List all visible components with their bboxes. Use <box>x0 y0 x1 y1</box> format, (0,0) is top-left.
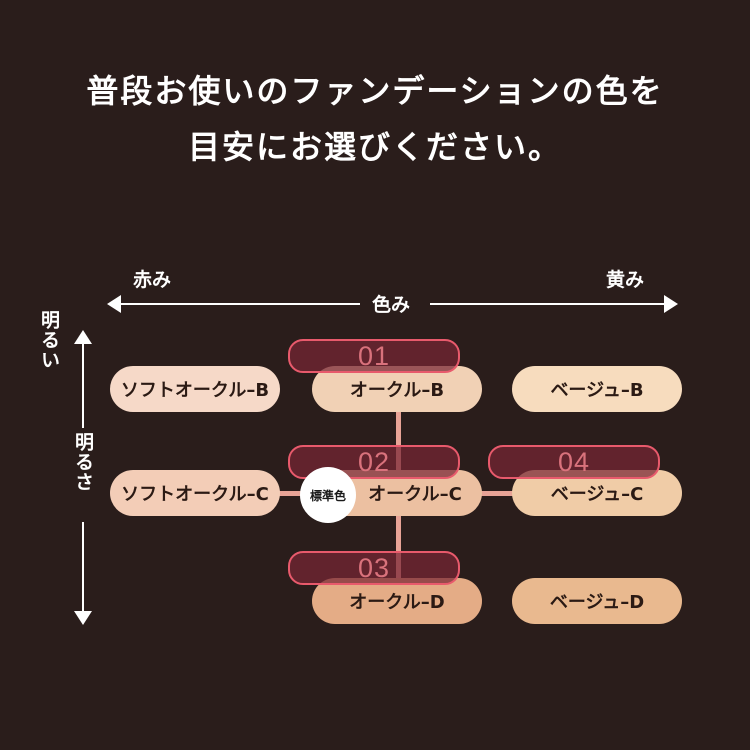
horizontal-axis-left-line <box>115 303 360 305</box>
shade-ochre-b[interactable]: オークル–B <box>312 366 482 412</box>
number-badge-01: 01 <box>288 339 460 373</box>
axis-label-brightness: 明るさ <box>72 432 94 492</box>
shade-soft-ochre-c[interactable]: ソフトオークル–C <box>110 470 280 516</box>
heading-line-1: 普段お使いのファンデーションの色を <box>86 72 664 110</box>
vertical-axis-upper-line <box>82 340 84 428</box>
arrow-left-icon <box>107 295 121 313</box>
horizontal-axis-right-line <box>430 303 670 305</box>
shade-beige-b[interactable]: ベージュ–B <box>512 366 682 412</box>
axis-label-redness: 赤み <box>133 269 172 291</box>
arrow-down-icon <box>74 611 92 625</box>
axis-label-bright: 明るい <box>38 310 60 370</box>
vertical-axis-lower-line <box>82 522 84 617</box>
number-badge-04: 04 <box>488 445 660 479</box>
axis-label-yellowness: 黄み <box>606 269 645 291</box>
arrow-right-icon <box>664 295 678 313</box>
shade-beige-d[interactable]: ベージュ–D <box>512 578 682 624</box>
standard-color-badge: 標準色 <box>300 467 356 523</box>
heading-line-2: 目安にお選びください。 <box>187 128 562 166</box>
shade-ochre-d[interactable]: オークル–D <box>312 578 482 624</box>
axis-label-hue: 色み <box>372 294 411 316</box>
shade-soft-ochre-b[interactable]: ソフトオークル–B <box>110 366 280 412</box>
arrow-up-icon <box>74 330 92 344</box>
number-badge-03: 03 <box>288 551 460 585</box>
